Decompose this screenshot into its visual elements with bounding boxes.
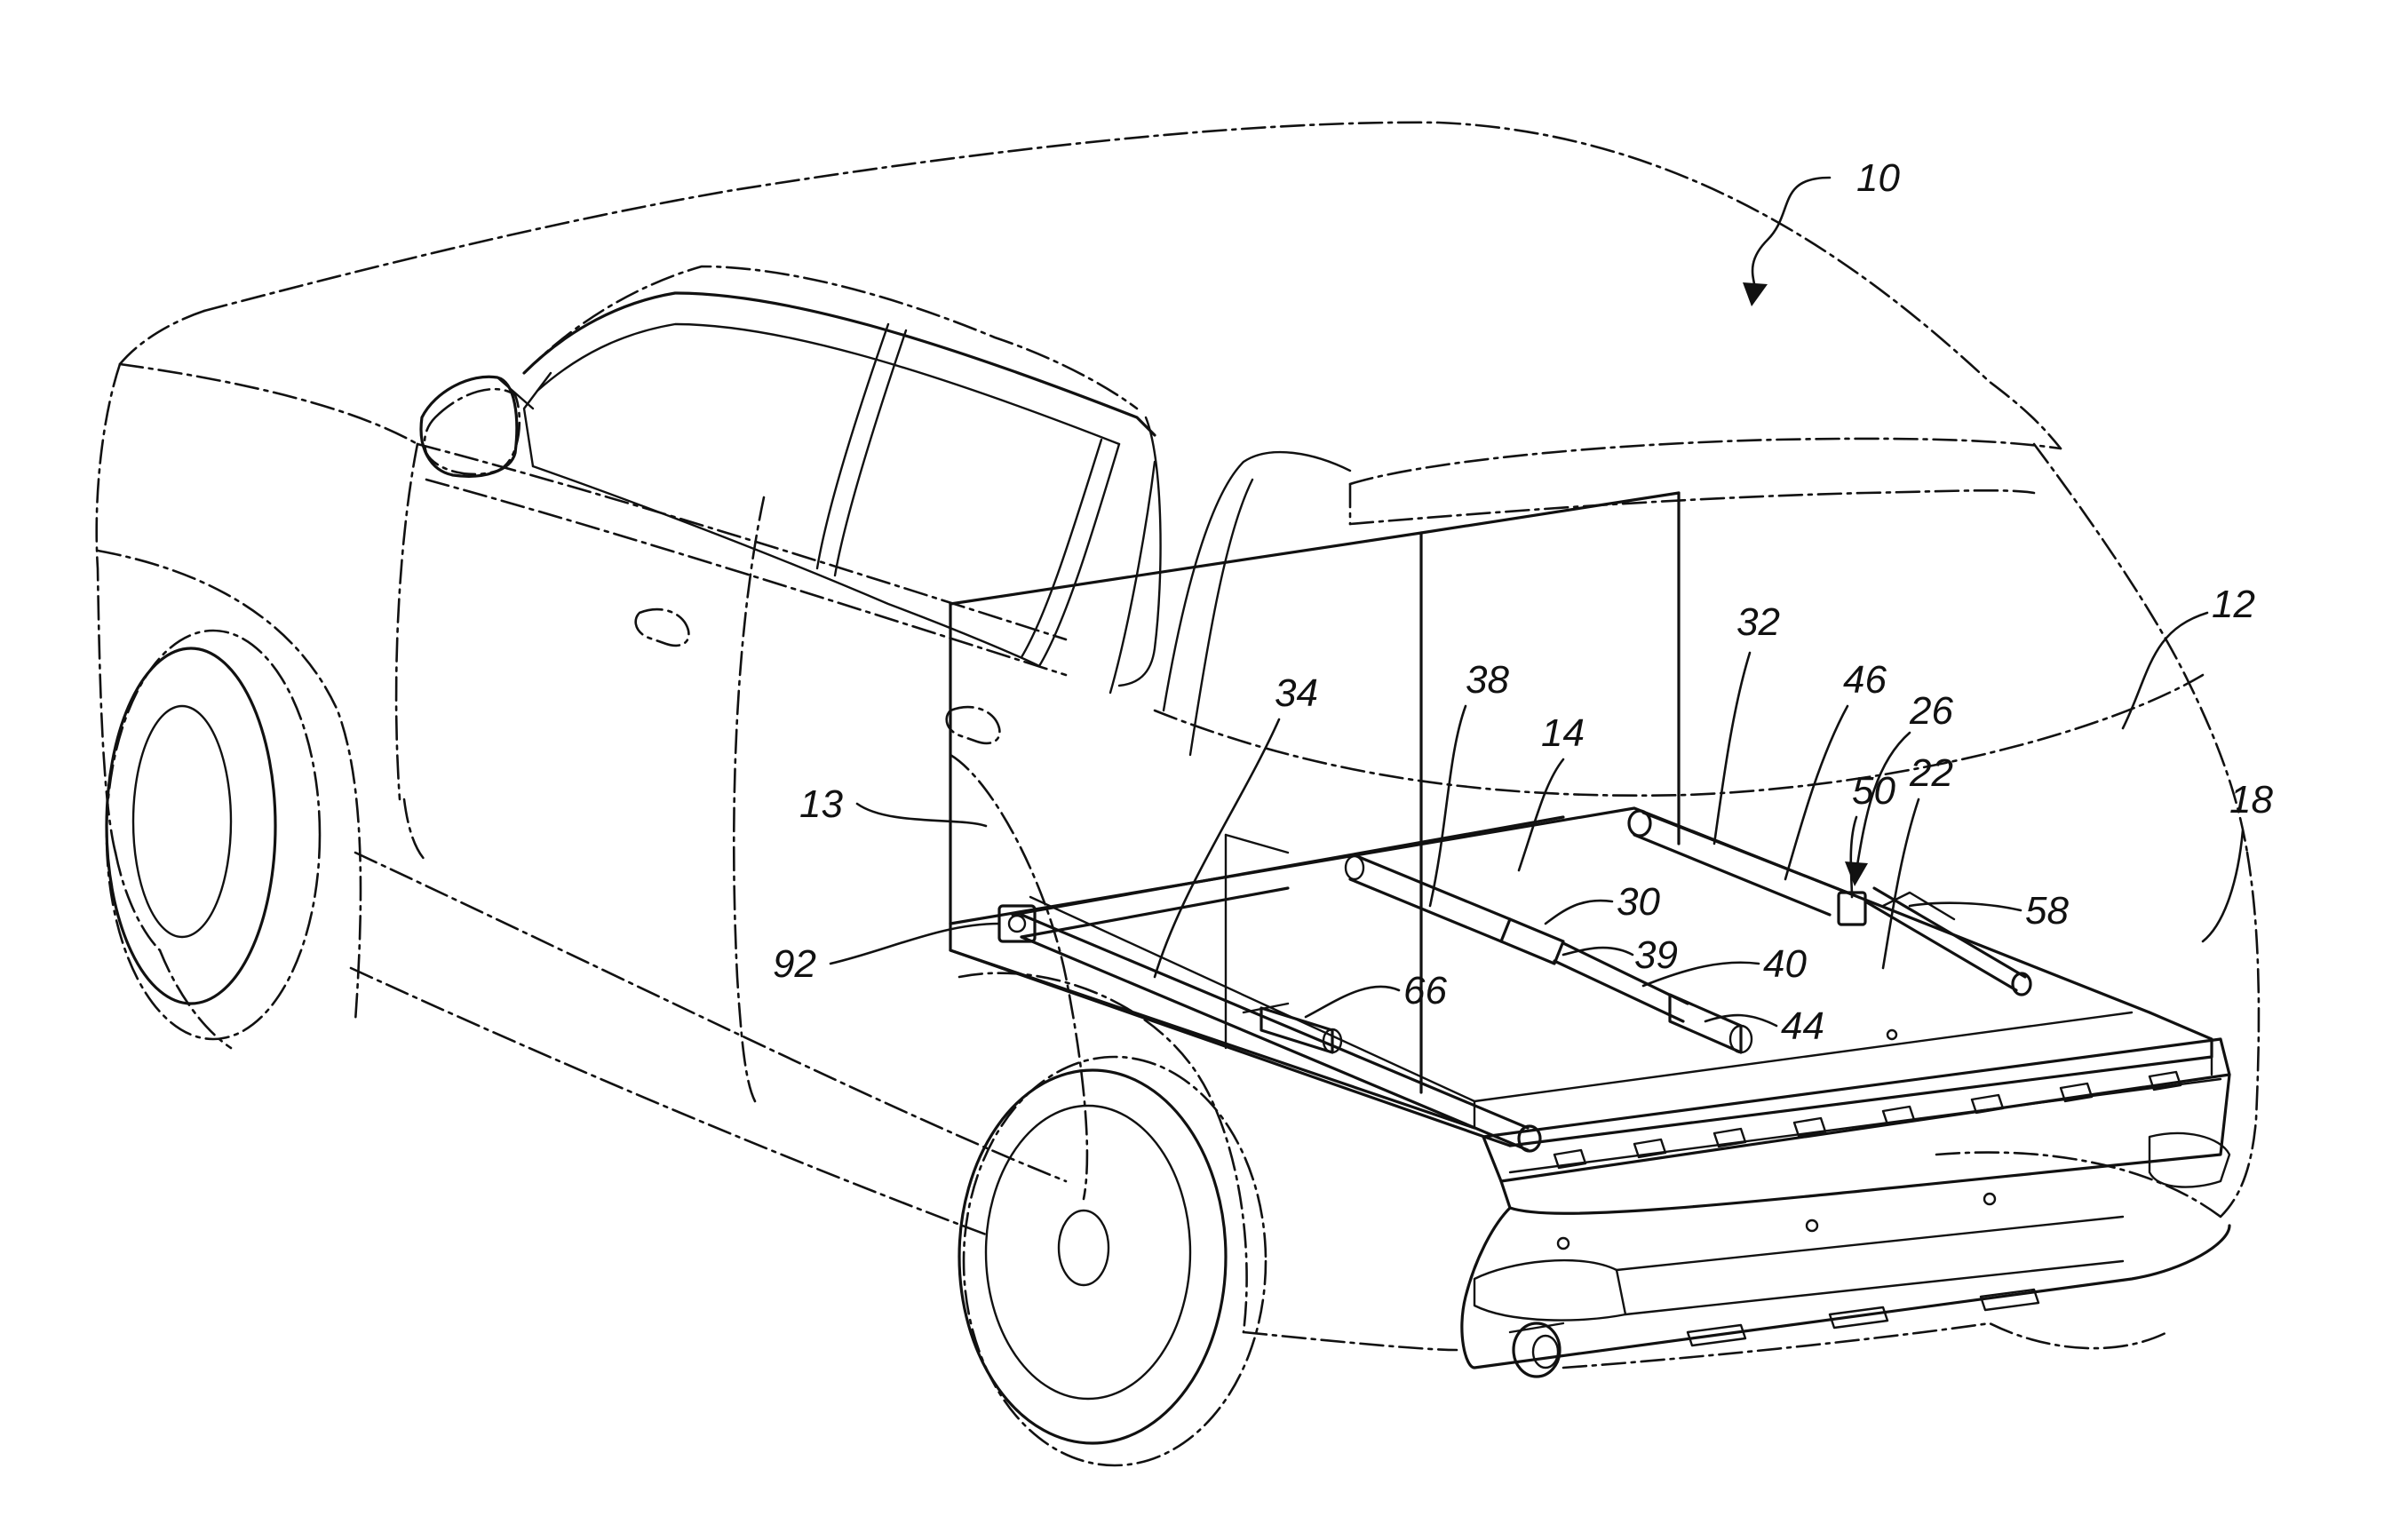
ref-label-10: 10 xyxy=(1856,156,1900,200)
ref-label-30: 30 xyxy=(1617,880,1660,924)
ref-label-50: 50 xyxy=(1852,769,1895,813)
front-wheel xyxy=(107,631,320,1039)
reference-34: 34 xyxy=(1155,671,1318,977)
reference-10: 10 xyxy=(1743,156,1900,306)
rear-bumper xyxy=(1462,1075,2229,1377)
reference-18: 18 xyxy=(2203,778,2273,941)
cab-windows xyxy=(524,293,1350,755)
reference-44: 44 xyxy=(1705,1004,1824,1048)
reference-13: 13 xyxy=(799,782,986,826)
ref-label-13: 13 xyxy=(799,782,843,826)
ref-label-44: 44 xyxy=(1781,1004,1824,1048)
ref-label-46: 46 xyxy=(1843,658,1887,702)
ref-label-92: 92 xyxy=(773,942,816,986)
reference-38: 38 xyxy=(1430,658,1509,906)
ref-label-58: 58 xyxy=(2025,889,2069,933)
reference-66: 66 xyxy=(1306,969,1447,1017)
ref-label-40: 40 xyxy=(1763,942,1807,986)
cargo-bed xyxy=(950,808,2229,1181)
ref-label-26: 26 xyxy=(1909,689,1953,733)
ref-label-22: 22 xyxy=(1909,751,1953,795)
ref-label-38: 38 xyxy=(1466,658,1509,702)
vehicle-body-outline xyxy=(97,123,2259,1350)
reference-30: 30 xyxy=(1546,880,1660,924)
ref-label-34: 34 xyxy=(1275,671,1318,715)
ref-label-32: 32 xyxy=(1736,600,1780,644)
reference-32: 32 xyxy=(1714,600,1780,844)
bulkhead-panels xyxy=(950,493,1679,1092)
ref-label-39: 39 xyxy=(1634,933,1678,977)
ref-label-18: 18 xyxy=(2229,778,2273,822)
reference-12: 12 xyxy=(2123,583,2255,728)
reference-14: 14 xyxy=(1519,711,1585,870)
ref-label-14: 14 xyxy=(1541,711,1585,755)
ref-label-12: 12 xyxy=(2212,583,2255,626)
ref-label-66: 66 xyxy=(1403,969,1447,1012)
